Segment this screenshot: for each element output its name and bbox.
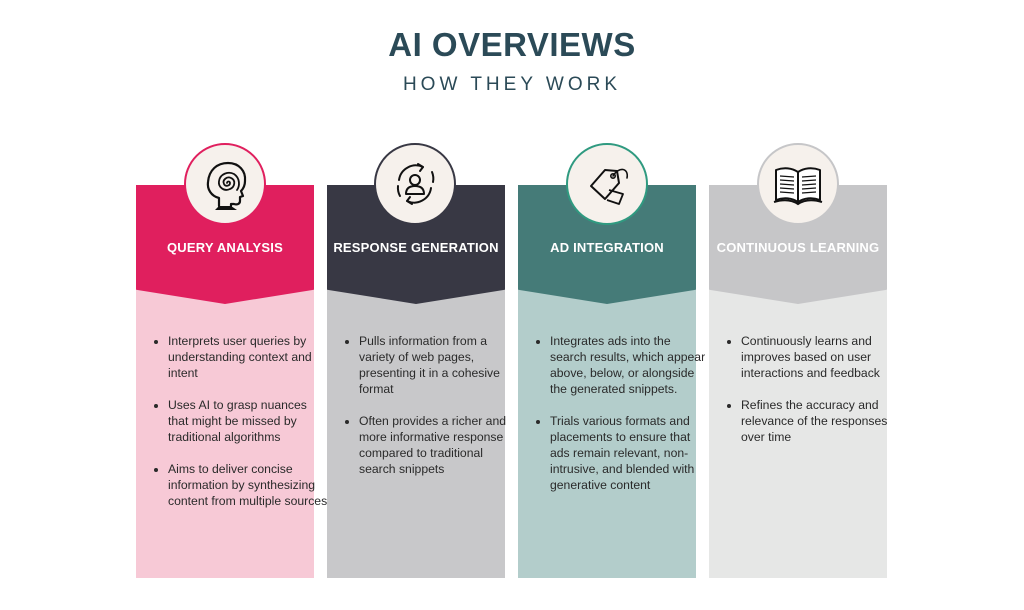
column-title: AD INTEGRATION [550,240,664,255]
bullet-list: Pulls information from a variety of web … [339,333,519,493]
list-item: Refines the accuracy and relevance of th… [741,397,901,445]
list-item: Aims to deliver concise information by s… [168,461,328,509]
head-spiral-icon [184,143,266,225]
column-response-generation: RESPONSE GENERATION Pulls information fr… [327,185,506,578]
column-query-analysis: QUERY ANALYSIS Interprets user queries b… [136,185,327,578]
column-title: CONTINUOUS LEARNING [716,240,880,255]
list-item: Interprets user queries by understanding… [168,333,328,381]
list-item: Integrates ads into the search results, … [550,333,710,397]
list-item: Often provides a richer and more informa… [359,413,519,477]
page-subtitle: HOW THEY WORK [402,74,622,95]
price-tag-icon [566,143,648,225]
column-title: RESPONSE GENERATION [333,240,499,255]
bullet-list: Integrates ads into the search results, … [530,333,710,509]
column-ad-integration: AD INTEGRATION Integrates ads into the s… [518,185,705,578]
list-item: Continuously learns and improves based o… [741,333,901,381]
page-title: AI OVERVIEWS [388,26,636,63]
list-item: Pulls information from a variety of web … [359,333,519,397]
bullet-list: Interprets user queries by understanding… [148,333,328,525]
open-book-icon [757,143,839,225]
column-continuous-learning: CONTINUOUS LEARNING Continuously learns … [709,185,887,578]
list-item: Uses AI to grasp nuances that might be m… [168,397,328,445]
list-item: Trials various formats and placements to… [550,413,710,493]
bullet-list: Continuously learns and improves based o… [721,333,901,461]
user-cycle-icon [374,143,456,225]
column-title: QUERY ANALYSIS [167,240,283,255]
